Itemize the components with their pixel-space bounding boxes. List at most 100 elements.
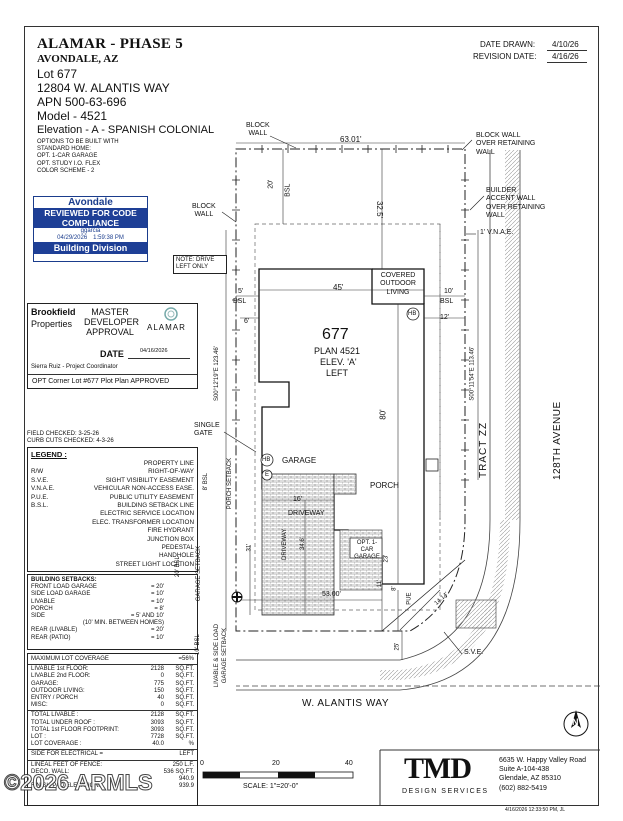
fire-hydrant-icon [232,592,242,602]
legend-desc: ELECTRIC SERVICE LOCATION [100,510,194,518]
porch-setback-label: PORCH SETBACK [227,457,234,510]
scale-label: SCALE: 1"=20'-0" [243,783,299,790]
dim-rear-bsl-label: BSL [284,183,292,197]
properties-label: Properties [31,319,73,329]
project-city: AVONDALE, AZ [37,53,119,65]
date-drawn-value: 4/10/26 [552,40,579,49]
approval-divider [28,374,197,375]
block-wall-ticks [232,145,469,481]
sheet-border [24,26,599,806]
dim-side10: 10' [444,288,454,295]
setback-row: PORCH= 8' [31,605,164,612]
legend-row: HANDHOLE [31,552,194,560]
hose-bib-marker-front [260,453,274,467]
pue-label: PUE [406,592,413,605]
e-label: E [265,472,270,478]
legend-desc: VEHICULAR NON-ACCESS EASE. [93,485,194,493]
firm-subtitle: DESIGN SERVICES [402,788,489,795]
legend-row: ELEC. TRANSFORMER LOCATION [31,519,194,527]
scale-tick-20: 20 [272,760,280,767]
firm-address3: Glendale, AZ 85310 [499,775,561,782]
driveway-pavers [261,473,335,616]
field-checked: FIELD CHECKED: 3-25-26 [27,431,100,437]
dim-d6: 6' [244,318,250,325]
approval-label: MASTER DEVELOPER APPROVAL [84,307,140,337]
dim-d16: 16' [293,496,303,503]
coverage-box: MAXIMUM LOT COVERAGE=56% LIVABLE 1st FLO… [27,653,198,806]
porch-label: PORCH [370,481,399,490]
brookfield-label: Brookfield [31,307,76,317]
north-label: N [572,717,579,727]
options-note: OPTIONS TO BE BUILT WITH STANDARD HOME: … [37,139,119,174]
legend-symbol: B.S.L. [31,501,49,509]
code-review-stamp: Avondale REVIEWED FOR CODE COMPLIANCE gg… [33,196,148,262]
pad-row: 940.9 [178,776,194,783]
electric-meter-marker [261,469,273,481]
garage-label: GARAGE [282,456,317,465]
fence-row: LINEAL FEET OF FENCE:250 L.F. [31,761,194,768]
handing-label: LEFT [326,368,349,378]
garage-setback-label: GARAGE SETBACK [196,545,203,602]
legend-desc: SIGHT VISIBILITY EASEMENT [105,476,194,484]
stamp-division: Building Division [34,242,147,254]
legend-desc: JUNCTION BOX [147,535,194,543]
bearing-left: S00°12'19"E 123.46' [213,346,220,402]
firm-phone: (602) 882-5419 [499,785,547,792]
dim-d34: 34.6' [299,537,306,551]
dimension-lines [225,142,479,660]
revision-date-label: REVISION DATE: [473,52,537,61]
sve-line [381,559,466,632]
alamar-logo-icon [164,307,178,321]
setback-row: REAR (PATIO)= 10' [31,634,164,641]
property-line [235,148,466,632]
footer-timestamp: 4/16/2026 12:33:50 PM, JL [505,807,566,813]
scale-tick-0: 0 [200,760,204,767]
dim-rear-bsl: 20' [267,179,275,189]
lot-number-label: 677 [322,326,349,343]
firm-logo: TMD [404,752,472,785]
utility-box-marker [425,458,439,472]
dim-front53: 53.00' [322,591,341,598]
callout-sve: S.V.E. [464,649,484,656]
dim-d12: 12' [440,314,450,321]
setback-row: SIDE= 5' AND 10' [31,613,164,620]
scale-tick-40: 40 [345,760,353,767]
legend-desc: ELEC. TRANSFORMER LOCATION [92,518,194,526]
driveway-label: DRIVEWAY [288,510,325,517]
livable-side-label-1: LIVABLE & SIDE LOAD [214,623,221,688]
porch-pavers [333,473,357,495]
dim-width45: 45' [333,283,344,292]
lot-label: Lot 677 [37,67,78,81]
legend-symbol: R/W [31,468,44,476]
tract-label: TRACT ZZ [478,421,489,478]
legend-row: PEDESTAL [31,544,194,552]
date-label: DATE [100,349,124,359]
scale-bar [202,771,354,779]
bearing-right: S00°11'54"E 113.46' [469,346,476,401]
apn-line: APN 500-63-696 [37,95,127,109]
model-line: Model - 4521 [37,109,108,123]
legend-row: B.S.L.BUILDING SETBACK LINE [31,502,194,510]
corner-landscape [380,520,510,680]
elevation-line: Elevation - A - SPANISH COLONIAL [37,124,215,136]
deco-wall-row: DECO. WALL:536 SQ.FT. [31,768,194,775]
stamp-title-bar: REVIEWED FOR CODE COMPLIANCE [34,208,147,228]
north-arrow-icon [563,710,589,737]
legend-desc: FIRE HYDRANT [147,527,194,535]
stamp-org: Avondale [68,197,113,208]
dim-top: 63.01' [340,135,362,144]
dim-d8: 8' [391,586,398,591]
firm-address2: Suite A-104-438 [499,766,550,773]
bsl20-label: 20' BSL [174,556,181,578]
developer-approval-box: Brookfield Properties MASTER DEVELOPER A… [27,303,198,389]
livable-side-label-2: GARAGE SETBACK [222,627,229,684]
